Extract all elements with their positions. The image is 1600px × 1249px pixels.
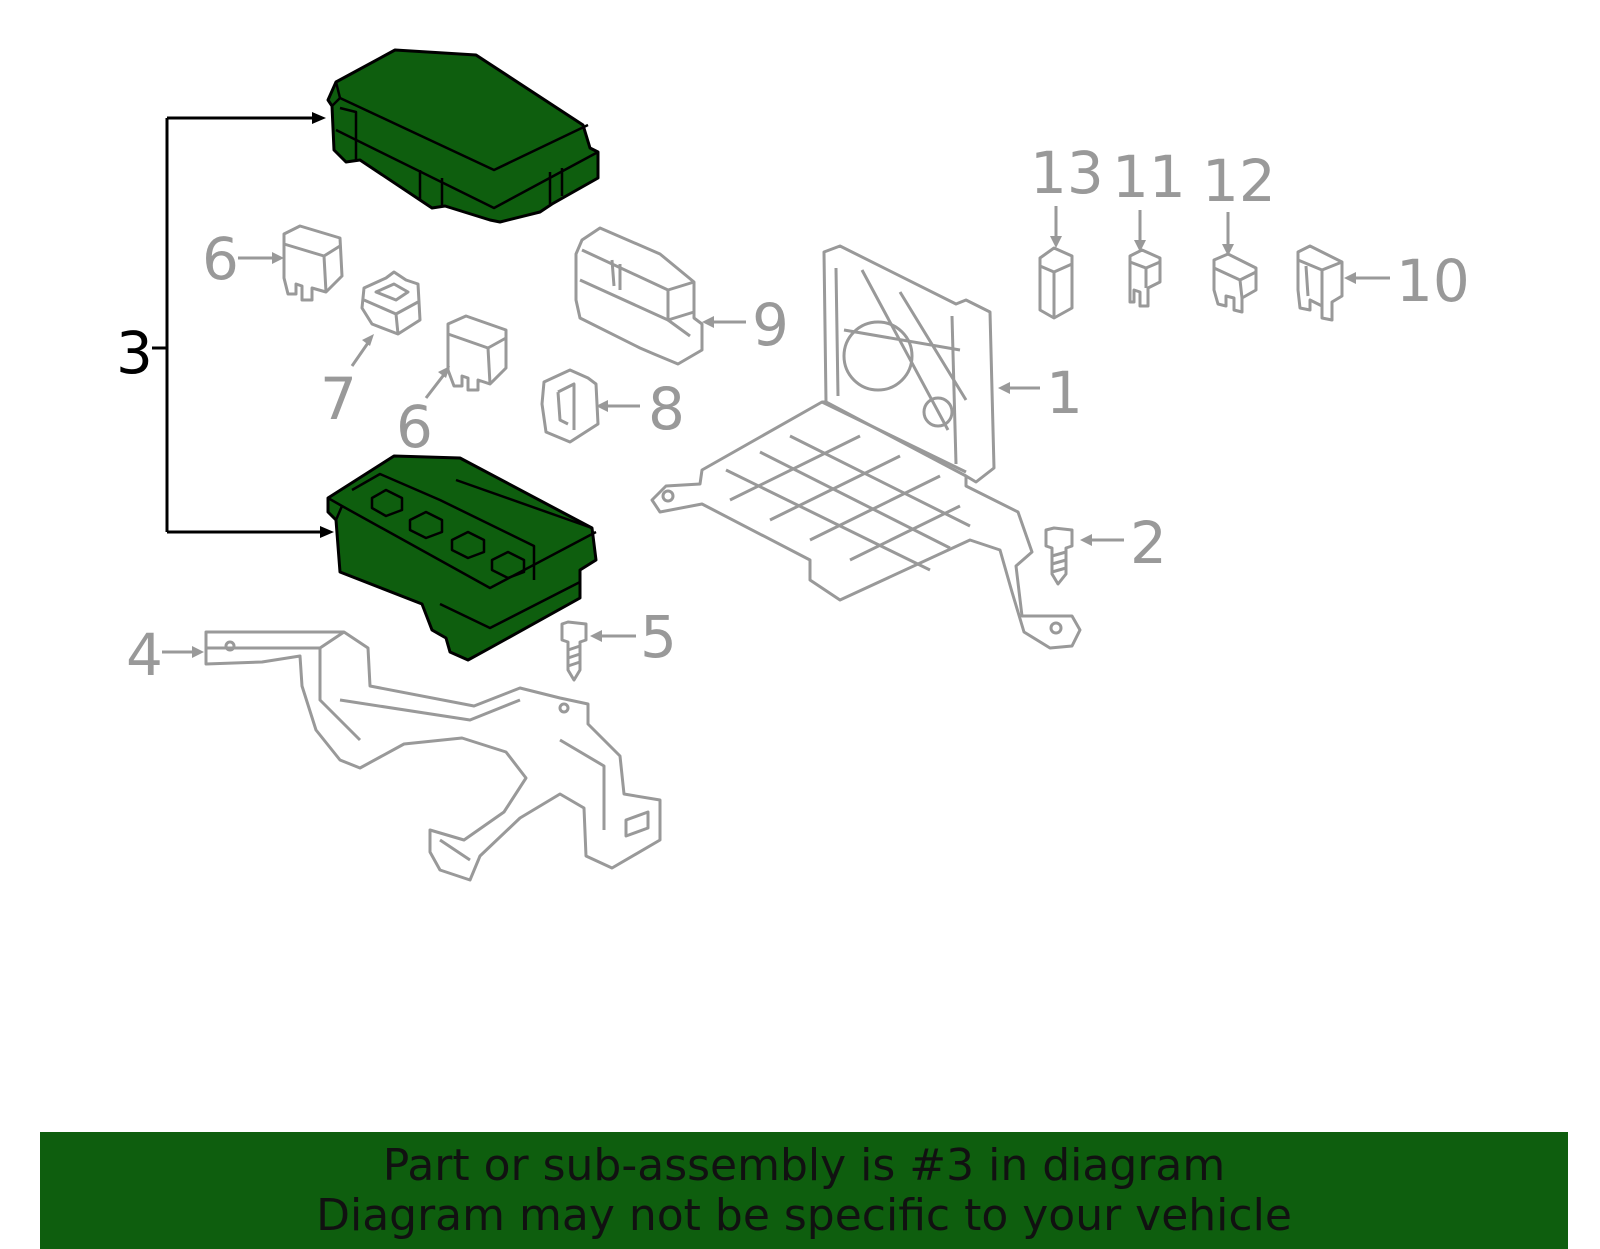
callout-6-lower[interactable]: 6 <box>396 393 433 461</box>
part-5-bolt[interactable] <box>560 620 588 682</box>
parts-diagram: 1 2 3 4 5 6 6 7 8 9 10 11 12 13 <box>116 48 1470 882</box>
part-7-connector[interactable] <box>360 270 422 336</box>
part-8-clip[interactable] <box>540 368 600 444</box>
callout-12[interactable]: 12 <box>1202 147 1276 215</box>
part-2-bolt[interactable] <box>1044 526 1074 586</box>
callout-13[interactable]: 13 <box>1030 139 1104 207</box>
callout-11[interactable]: 11 <box>1112 143 1186 211</box>
callout-9[interactable]: 9 <box>752 291 789 359</box>
info-banner: Part or sub-assembly is #3 in diagram Di… <box>40 1132 1568 1249</box>
part-10-fuse[interactable] <box>1296 244 1344 322</box>
callout-5[interactable]: 5 <box>640 603 677 671</box>
part-1-tray[interactable] <box>650 244 1082 650</box>
part-12-relay[interactable] <box>1212 252 1258 314</box>
part-6-relay-lower[interactable] <box>446 314 508 392</box>
leader-lines <box>152 112 1390 658</box>
callout-3[interactable]: 3 <box>116 319 153 387</box>
diagram-drawing <box>152 48 1390 882</box>
banner-line-part: Part or sub-assembly is #3 in diagram <box>382 1139 1226 1191</box>
callout-8[interactable]: 8 <box>648 375 685 443</box>
part-13-fuse[interactable] <box>1038 246 1074 320</box>
callout-6-upper[interactable]: 6 <box>202 225 239 293</box>
banner-line-disclaimer: Diagram may not be specific to your vehi… <box>316 1189 1292 1241</box>
callout-2[interactable]: 2 <box>1130 509 1167 577</box>
part-6-relay-upper[interactable] <box>282 224 344 302</box>
part-9-fuse-holder[interactable] <box>574 226 704 366</box>
callout-7[interactable]: 7 <box>320 365 357 433</box>
callout-10[interactable]: 10 <box>1396 247 1470 315</box>
callout-1[interactable]: 1 <box>1046 359 1083 427</box>
part-11-fuse[interactable] <box>1128 248 1162 308</box>
part-3-cover[interactable] <box>326 48 600 224</box>
callout-4[interactable]: 4 <box>126 621 163 689</box>
part-3-housing[interactable] <box>326 454 598 662</box>
part-4-bracket[interactable] <box>204 630 662 882</box>
